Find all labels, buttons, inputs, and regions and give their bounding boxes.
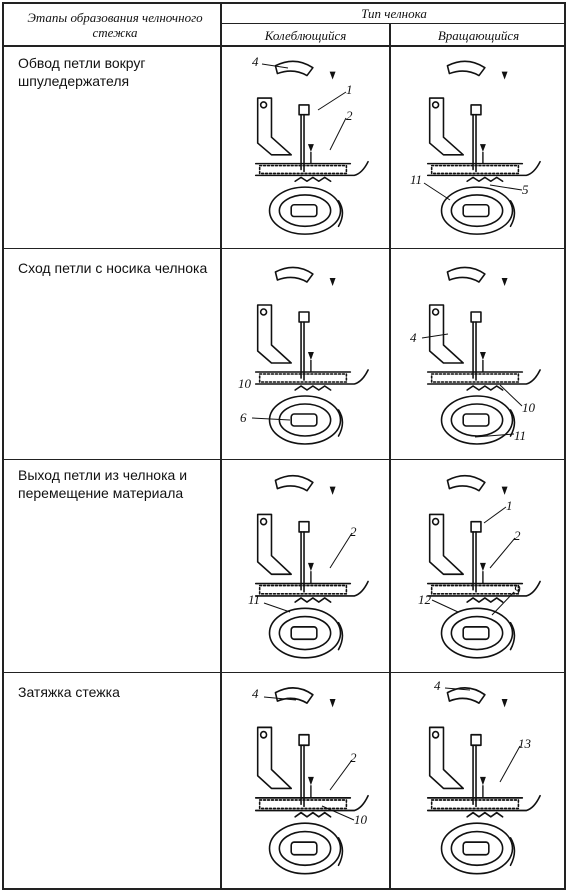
- header-stages: Этапы образования челночного стежка: [27, 10, 203, 40]
- presser-foot: [428, 513, 464, 576]
- figure-rotating-3: [408, 468, 546, 664]
- thread-take-up-lever: [446, 474, 486, 492]
- stage-2: Сход петли с носика челнока: [18, 260, 208, 276]
- thread-take-up-lever: [274, 687, 314, 704]
- motion-arrow-lever: [501, 698, 508, 708]
- shuttle-hook: [268, 186, 342, 235]
- motion-arrow-up: [307, 352, 314, 360]
- thread-take-up-lever: [446, 687, 486, 704]
- bobbin-case: [290, 626, 318, 641]
- feed-dog: [466, 811, 504, 818]
- bobbin-case: [462, 413, 490, 427]
- fabric: [426, 160, 541, 177]
- stage-1: Обвод петли вокруг шпуледержателя: [18, 55, 146, 89]
- motion-arrow-lever: [329, 698, 336, 708]
- header-rotating: Вращающийся: [437, 28, 520, 43]
- figure-oscillating-4: [236, 680, 374, 880]
- col-divider-1: [220, 2, 222, 890]
- presser-foot: [428, 304, 464, 364]
- fabric: [254, 580, 369, 597]
- figure-oscillating-1: [236, 54, 374, 240]
- figure-oscillating-3: [236, 468, 374, 664]
- motion-arrow-lever: [329, 71, 336, 80]
- stage-4: Затяжка стежка: [18, 684, 120, 700]
- shuttle-hook: [268, 822, 342, 875]
- shuttle-hook: [440, 186, 514, 235]
- figure-rotating-2: [408, 260, 546, 450]
- feed-dog: [294, 176, 332, 183]
- row-divider-1: [2, 248, 566, 249]
- presser-foot: [256, 304, 292, 364]
- thread-take-up-lever: [274, 266, 314, 283]
- figure-rotating-4: [408, 680, 546, 880]
- stage-3: Выход петли из челнока и перемещение мат…: [18, 467, 188, 501]
- feed-dog: [294, 385, 332, 391]
- presser-foot: [256, 726, 292, 790]
- presser-foot: [256, 97, 292, 156]
- bobbin-case: [462, 203, 490, 218]
- thread-take-up-lever: [274, 60, 314, 77]
- bobbin-case: [462, 841, 490, 856]
- row-divider-3: [2, 672, 566, 673]
- motion-arrow-lever: [329, 486, 336, 495]
- header-divider: [2, 45, 566, 47]
- bobbin-case: [290, 413, 318, 427]
- fabric: [254, 160, 369, 177]
- motion-arrow-up: [307, 562, 314, 572]
- thread-take-up-lever: [446, 266, 486, 283]
- motion-arrow-up: [307, 144, 314, 152]
- motion-arrow-lever: [329, 278, 336, 286]
- feed-dog: [294, 597, 332, 603]
- shuttle-hook: [268, 607, 342, 659]
- header-sub-divider: [220, 23, 566, 24]
- presser-foot: [256, 513, 292, 576]
- shuttle-hook: [440, 822, 514, 875]
- bobbin-case: [290, 841, 318, 856]
- presser-foot: [428, 97, 464, 156]
- motion-arrow-up: [479, 352, 486, 360]
- motion-arrow-lever: [501, 486, 508, 495]
- presser-foot: [428, 726, 464, 790]
- fabric: [426, 369, 541, 385]
- shuttle-hook: [440, 395, 514, 445]
- fabric: [426, 794, 541, 812]
- thread-take-up-lever: [274, 474, 314, 492]
- motion-arrow-lever: [501, 71, 508, 80]
- motion-arrow-up: [479, 776, 486, 786]
- figure-rotating-1: [408, 54, 546, 240]
- feed-dog: [466, 597, 504, 603]
- motion-arrow-up: [479, 562, 486, 572]
- feed-dog: [466, 385, 504, 391]
- figure-oscillating-2: [236, 260, 374, 450]
- feed-dog: [294, 811, 332, 818]
- bobbin-case: [462, 626, 490, 641]
- bobbin-case: [290, 203, 318, 218]
- shuttle-hook: [440, 607, 514, 659]
- fabric: [254, 369, 369, 385]
- col-divider-2: [389, 23, 391, 890]
- header-oscillating: Колеблющийся: [264, 28, 347, 43]
- header-shuttle-type: Тип челнока: [361, 6, 427, 21]
- thread-take-up-lever: [446, 60, 486, 77]
- feed-dog: [466, 176, 504, 183]
- fabric: [254, 794, 369, 812]
- motion-arrow-up: [307, 776, 314, 786]
- motion-arrow-lever: [501, 278, 508, 286]
- motion-arrow-up: [479, 144, 486, 152]
- fabric: [426, 580, 541, 597]
- row-divider-2: [2, 459, 566, 460]
